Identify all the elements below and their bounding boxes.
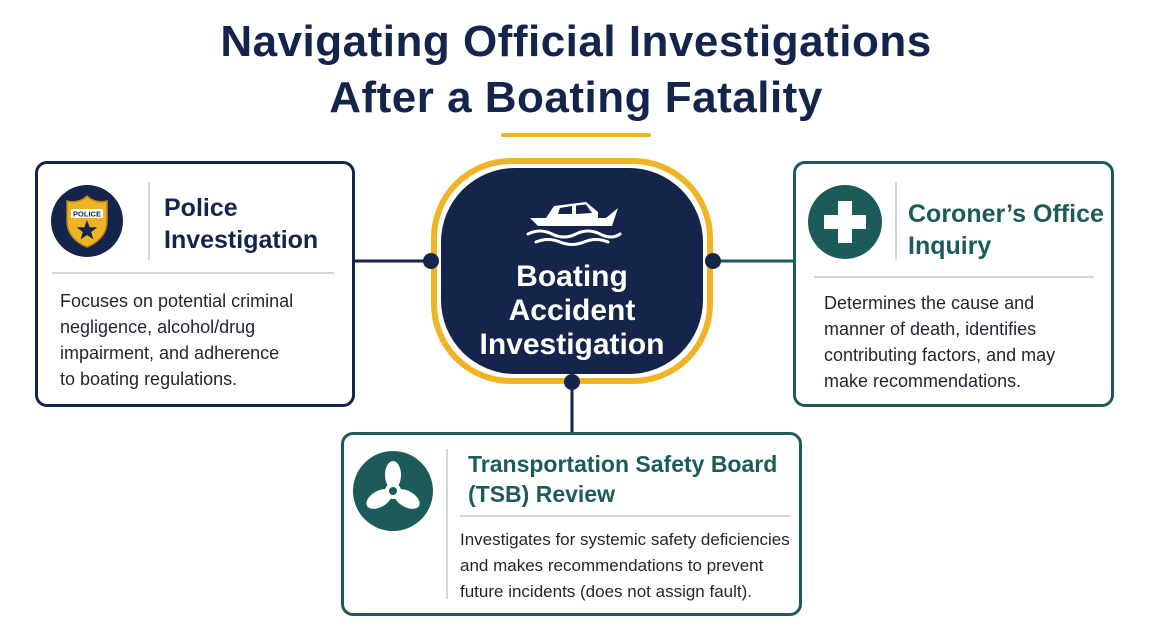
medical-cross-icon xyxy=(808,185,882,259)
central-node-inner: Boating Accident Investigation xyxy=(441,168,703,374)
police-investigation-card: POLICE Police Investigation Focuses on p… xyxy=(35,161,355,407)
central-node-label: Boating Accident Investigation xyxy=(479,260,665,361)
coroner-inquiry-card: Coroner’s Office Inquiry Determines the … xyxy=(793,161,1114,407)
title-line-2: After a Boating Fatality xyxy=(329,73,823,122)
tsb-title-divider xyxy=(460,515,790,517)
police-badge-icon: POLICE xyxy=(51,185,123,257)
coroner-card-title: Coroner’s Office Inquiry xyxy=(908,200,1104,260)
title-underline xyxy=(501,133,651,137)
title-line-1: Navigating Official Investigations xyxy=(220,17,932,66)
boat-icon xyxy=(526,202,622,246)
coroner-header-divider xyxy=(895,182,897,260)
tsb-header-divider xyxy=(446,449,448,599)
propeller-icon xyxy=(353,451,433,531)
central-node: Boating Accident Investigation xyxy=(431,158,713,384)
police-card-title: Police Investigation xyxy=(164,194,319,254)
tsb-card-title: Transportation Safety Board (TSB) Review xyxy=(468,451,778,507)
coroner-title-divider xyxy=(814,276,1094,278)
police-header-divider xyxy=(148,182,150,260)
tsb-card-body: Investigates for systemic safety deficie… xyxy=(460,530,790,601)
coroner-card-body: Determines the cause and manner of death… xyxy=(824,293,1056,391)
tsb-review-card: Transportation Safety Board (TSB) Review… xyxy=(341,432,802,616)
police-card-body: Focuses on potential criminal negligence… xyxy=(60,291,294,389)
page-title: Navigating Official Investigations After… xyxy=(0,14,1152,126)
badge-text: POLICE xyxy=(73,210,101,219)
police-title-divider xyxy=(52,272,334,274)
